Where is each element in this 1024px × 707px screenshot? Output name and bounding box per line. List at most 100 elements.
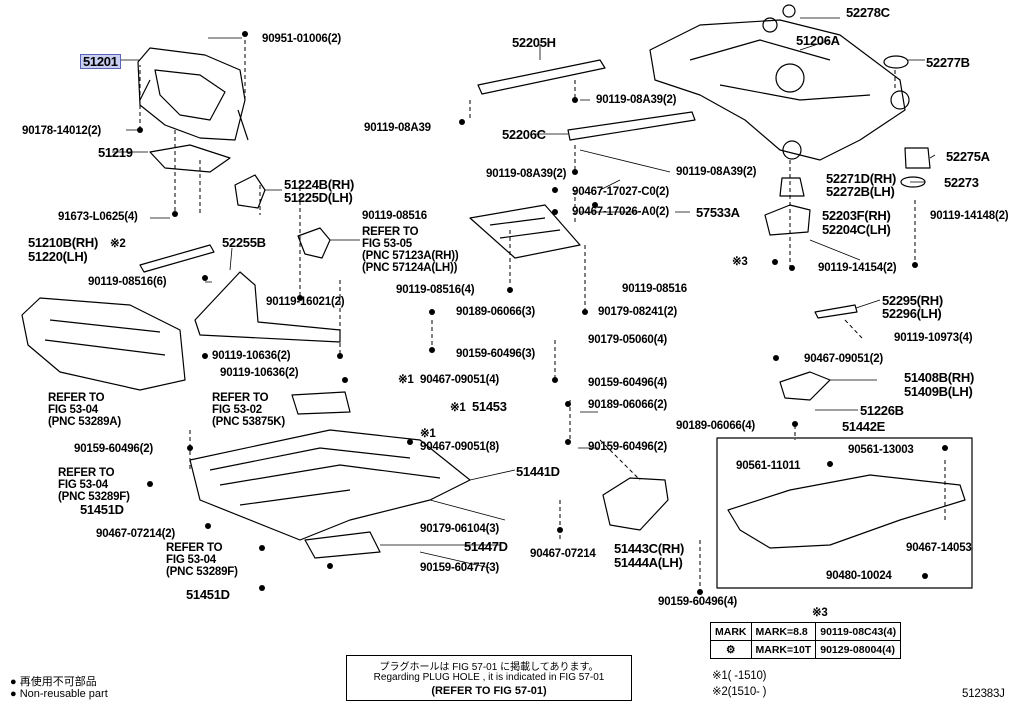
part-label-90189-06066-3[interactable]: 90189-06066(3) xyxy=(456,306,536,318)
mark-row-2-part[interactable]: 90129-08004(4) xyxy=(815,640,902,659)
ref-fig-53-05-line4[interactable]: (PNC 57124A(LH)) xyxy=(362,262,458,274)
part-label-90159-60496-3[interactable]: 90159-60496(3) xyxy=(456,348,536,360)
part-label-51226b[interactable]: 51226B xyxy=(860,403,904,418)
part-label-51451d-a[interactable]: 51451D xyxy=(80,502,124,517)
part-label-90119-08a39[interactable]: 90119-08A39 xyxy=(364,122,431,134)
part-label-51443c[interactable]: 51443C(RH) xyxy=(614,541,684,556)
part-label-52206c[interactable]: 52206C xyxy=(502,127,546,142)
part-label-90119-08516-6[interactable]: 90119-08516(6) xyxy=(88,276,167,288)
part-label-90159-60496-a[interactable]: 90159-60496(2) xyxy=(74,443,154,455)
part-label-52295[interactable]: 52295(RH) xyxy=(882,293,943,308)
part-label-91673-l0625[interactable]: 91673-L0625(4) xyxy=(58,211,138,223)
part-label-51453[interactable]: 51453 xyxy=(472,399,507,414)
part-label-52273[interactable]: 52273 xyxy=(944,175,979,190)
part-label-52204c[interactable]: 52204C(LH) xyxy=(822,222,891,237)
part-label-51219[interactable]: 51219 xyxy=(98,145,133,160)
mark-row-1-part[interactable]: 90119-08C43(4) xyxy=(815,622,902,641)
bracket-57123a xyxy=(297,227,331,259)
ref-fig-53-04-a-line1[interactable]: REFER TO xyxy=(48,392,105,404)
part-label-90159-60477[interactable]: 90159-60477(3) xyxy=(420,562,500,574)
part-label-52278c[interactable]: 52278C xyxy=(846,5,890,20)
part-label-57533a[interactable]: 57533A xyxy=(696,205,740,220)
ref-fig-53-05-line3[interactable]: (PNC 57123A(RH)) xyxy=(362,250,459,262)
part-label-90178-14012[interactable]: 90178-14012(2) xyxy=(22,125,102,137)
part-label-90119-10636-b[interactable]: 90119-10636(2) xyxy=(220,367,299,379)
part-label-90119-10636-a[interactable]: 90119-10636(2) xyxy=(212,350,291,362)
part-label-51444a[interactable]: 51444A(LH) xyxy=(614,555,683,570)
part-label-90119-10973[interactable]: 90119-10973(4) xyxy=(894,332,973,344)
note-ref[interactable]: (REFER TO FIG 57-01) xyxy=(431,685,547,697)
mark-table: MARK MARK=8.8 90119-08C43(4) ⚙ MARK=10T … xyxy=(710,622,902,659)
part-label-90467-09051-4[interactable]: 90467-09051(4) xyxy=(420,374,500,386)
ref-fig-53-04-a-line3[interactable]: (PNC 53289A) xyxy=(48,416,122,428)
part-label-90467-17026[interactable]: 90467-17026-A0(2) xyxy=(572,206,669,218)
part-label-90159-60496-2b[interactable]: 90159-60496(2) xyxy=(588,441,668,453)
part-label-90119-14148[interactable]: 90119-14148(2) xyxy=(930,210,1009,222)
rear-under-cover xyxy=(727,474,966,549)
part-label-51210b[interactable]: 51210B(RH) xyxy=(28,235,98,250)
part-label-90561-13003[interactable]: 90561-13003 xyxy=(848,444,914,456)
footnote-mark-3: ※3 xyxy=(732,256,748,268)
part-label-90119-08a39-2b[interactable]: 90119-08A39(2) xyxy=(676,166,757,178)
ref-fig-53-04-b-line2[interactable]: FIG 53-04 xyxy=(58,479,108,491)
ref-fig-53-02-line2[interactable]: FIG 53-02 xyxy=(212,404,262,416)
part-label-51225d[interactable]: 51225D(LH) xyxy=(284,190,353,205)
bracket-52295 xyxy=(814,304,858,319)
part-label-90561-11011[interactable]: 90561-11011 xyxy=(736,460,801,472)
ref-fig-53-04-b-line3[interactable]: (PNC 53289F) xyxy=(58,491,130,503)
ref-fig-53-02-line3[interactable]: (PNC 53875K) xyxy=(212,416,286,428)
part-label-90119-16021[interactable]: 90119-16021(2) xyxy=(266,296,345,308)
part-label-90159-60496-4b[interactable]: 90159-60496(4) xyxy=(658,596,738,608)
ref-fig-53-04-c-line3[interactable]: (PNC 53289F) xyxy=(166,566,238,578)
brace-52205h xyxy=(477,59,606,95)
part-label-52255b[interactable]: 52255B xyxy=(222,235,266,250)
part-label-51409b[interactable]: 51409B(LH) xyxy=(904,384,973,399)
ref-fig-53-05-line1[interactable]: REFER TO xyxy=(362,226,419,238)
front-subframe-drawing xyxy=(137,47,249,141)
ref-fig-53-02-line1[interactable]: REFER TO xyxy=(212,392,269,404)
part-label-90467-09051-8[interactable]: 90467-09051(8) xyxy=(420,441,500,453)
part-label-90119-08516-4[interactable]: 90119-08516(4) xyxy=(396,284,475,296)
part-label-90467-07214[interactable]: 90467-07214 xyxy=(530,548,596,560)
part-label-51201[interactable]: 51201 xyxy=(80,54,121,69)
part-label-90179-05060[interactable]: 90179-05060(4) xyxy=(588,334,668,346)
part-label-90467-09051-2[interactable]: 90467-09051(2) xyxy=(804,353,884,365)
rear-subframe-drawing xyxy=(649,17,910,161)
note-jp: プラグホールは FIG 57-01 に掲載してあります。 xyxy=(379,662,599,673)
part-label-90189-06066-4[interactable]: 90189-06066(4) xyxy=(676,420,756,432)
ref-fig-53-05-line2[interactable]: FIG 53-05 xyxy=(362,238,412,250)
part-label-52205h[interactable]: 52205H xyxy=(512,35,556,50)
part-label-90467-17027[interactable]: 90467-17027-C0(2) xyxy=(572,186,669,198)
part-label-51224b[interactable]: 51224B(RH) xyxy=(284,177,354,192)
part-label-90119-08516-a[interactable]: 90119-08516 xyxy=(362,210,427,222)
part-label-52275a[interactable]: 52275A xyxy=(946,149,990,164)
part-label-51447d[interactable]: 51447D xyxy=(464,539,508,554)
part-label-51408b[interactable]: 51408B(RH) xyxy=(904,370,974,385)
part-label-90119-08516-b[interactable]: 90119-08516 xyxy=(622,283,687,295)
part-label-52271d[interactable]: 52271D(RH) xyxy=(826,171,896,186)
part-label-90159-60496-4[interactable]: 90159-60496(4) xyxy=(588,377,668,389)
part-label-52203f[interactable]: 52203F(RH) xyxy=(822,208,891,223)
part-label-90480-10024[interactable]: 90480-10024 xyxy=(826,570,892,582)
part-label-51220[interactable]: 51220(LH) xyxy=(28,249,88,264)
part-label-90467-14053[interactable]: 90467-14053 xyxy=(906,542,972,554)
part-label-51451d-b[interactable]: 51451D xyxy=(186,587,230,602)
part-label-90179-08241[interactable]: 90179-08241(2) xyxy=(598,306,678,318)
ref-fig-53-04-c-line2[interactable]: FIG 53-04 xyxy=(166,554,216,566)
ref-fig-53-04-b-line1[interactable]: REFER TO xyxy=(58,467,115,479)
part-label-90467-07214-2[interactable]: 90467-07214(2) xyxy=(96,528,176,540)
part-label-90119-08a39-2a[interactable]: 90119-08A39(2) xyxy=(596,94,677,106)
part-label-90951-01006[interactable]: 90951-01006(2) xyxy=(262,33,342,45)
part-label-51442e[interactable]: 51442E xyxy=(842,419,886,434)
part-label-90119-08a39-2c[interactable]: 90119-08A39(2) xyxy=(486,168,567,180)
part-label-52272b[interactable]: 52272B(LH) xyxy=(826,184,895,199)
part-label-90119-14154[interactable]: 90119-14154(2) xyxy=(818,262,897,274)
ref-fig-53-04-a-line2[interactable]: FIG 53-04 xyxy=(48,404,98,416)
part-label-90179-06104[interactable]: 90179-06104(3) xyxy=(420,523,500,535)
ref-fig-53-04-c-line1[interactable]: REFER TO xyxy=(166,542,223,554)
part-label-52277b[interactable]: 52277B xyxy=(926,55,970,70)
part-label-52296[interactable]: 52296(LH) xyxy=(882,306,942,321)
part-label-51206a[interactable]: 51206A xyxy=(796,33,840,48)
part-label-90189-06066-2[interactable]: 90189-06066(2) xyxy=(588,399,668,411)
part-label-51441d[interactable]: 51441D xyxy=(516,464,560,479)
